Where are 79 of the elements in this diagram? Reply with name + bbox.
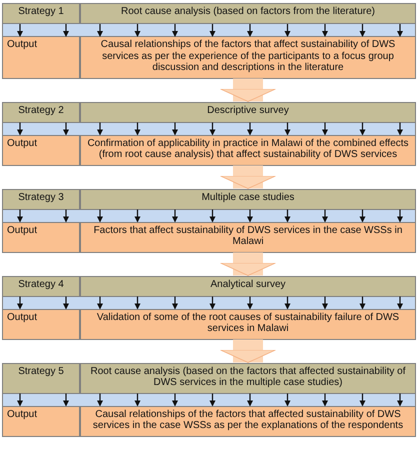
arrow bbox=[210, 122, 216, 136]
arrow bbox=[134, 210, 140, 222]
output-cell: Validation of some of the root causes of sustainability failure of DWS services in Malawi bbox=[80, 308, 416, 340]
arrow bbox=[134, 122, 140, 136]
method-cell: Analytical survey bbox=[80, 276, 416, 296]
arrow bbox=[284, 122, 290, 136]
arrow bbox=[210, 394, 216, 406]
block-arrow bbox=[220, 166, 276, 189]
arrow bbox=[134, 394, 140, 406]
arrow bbox=[17, 122, 23, 136]
arrow bbox=[210, 210, 216, 222]
arrow bbox=[172, 296, 178, 310]
strategy-label: Strategy 5 bbox=[2, 362, 80, 394]
arrow bbox=[63, 24, 69, 37]
arrow bbox=[322, 24, 328, 37]
arrow bbox=[322, 394, 328, 406]
strategy-label: Strategy 4 bbox=[2, 276, 80, 296]
arrow bbox=[247, 122, 253, 136]
arrow bbox=[17, 394, 23, 406]
arrow bbox=[247, 210, 253, 222]
method-cell: Root cause analysis (based on factors from the literature) bbox=[80, 3, 416, 24]
output-label: Output bbox=[2, 308, 80, 340]
arrow bbox=[210, 24, 216, 37]
arrow bbox=[360, 394, 366, 406]
arrow bbox=[397, 122, 403, 136]
arrow bbox=[210, 296, 216, 310]
arrow bbox=[284, 394, 290, 406]
output-cell: Factors that affect sustainability of DWS services in the case WSSs in Malawi bbox=[80, 222, 416, 252]
block-arrow bbox=[220, 340, 276, 363]
arrow bbox=[97, 24, 103, 37]
arrow bbox=[134, 24, 140, 37]
output-label: Output bbox=[2, 222, 80, 252]
arrow bbox=[17, 296, 23, 310]
arrow bbox=[247, 24, 253, 37]
strategy-label: Strategy 1 bbox=[2, 3, 80, 24]
arrow bbox=[284, 24, 290, 37]
arrow bbox=[97, 122, 103, 136]
arrow bbox=[397, 210, 403, 222]
strategy-label: Strategy 3 bbox=[2, 188, 80, 210]
arrow bbox=[63, 394, 69, 406]
arrow bbox=[322, 296, 328, 310]
arrow bbox=[63, 122, 69, 136]
arrow bbox=[360, 24, 366, 37]
method-cell: Root cause analysis (based on the factors that affected sustainability of DWS services in the multiple case studies) bbox=[80, 362, 416, 394]
arrow bbox=[172, 394, 178, 406]
arrow bbox=[284, 296, 290, 310]
arrow bbox=[97, 210, 103, 222]
arrow bbox=[322, 210, 328, 222]
arrow bbox=[360, 122, 366, 136]
arrow bbox=[360, 210, 366, 222]
arrow bbox=[172, 210, 178, 222]
block-arrow bbox=[220, 78, 276, 102]
arrow bbox=[134, 296, 140, 310]
arrow bbox=[172, 24, 178, 37]
arrow bbox=[397, 394, 403, 406]
arrow bbox=[17, 24, 23, 37]
arrow bbox=[247, 296, 253, 310]
arrow bbox=[63, 210, 69, 222]
method-cell: Multiple case studies bbox=[80, 188, 416, 210]
method-cell: Descriptive survey bbox=[80, 102, 416, 122]
output-cell: Confirmation of applicability in practice in Malawi of the combined effects (from root cause analysis) that affect sustainability of DWS services bbox=[80, 134, 416, 166]
arrow bbox=[247, 394, 253, 406]
output-label: Output bbox=[2, 36, 80, 78]
arrow bbox=[284, 210, 290, 222]
arrow bbox=[322, 122, 328, 136]
strategy-label: Strategy 2 bbox=[2, 102, 80, 122]
output-cell: Causal relationships of the factors that affect sustainability of DWS services as per the experience of the participants to a focus group discussion and descriptions in the literature bbox=[80, 36, 416, 78]
output-label: Output bbox=[2, 406, 80, 436]
output-label: Output bbox=[2, 134, 80, 166]
block-arrow bbox=[220, 252, 276, 276]
arrow bbox=[63, 296, 69, 310]
arrow bbox=[360, 296, 366, 310]
arrow bbox=[97, 296, 103, 310]
arrow bbox=[397, 24, 403, 37]
arrow bbox=[97, 394, 103, 406]
output-cell: Causal relationships of the factors that affected sustainability of DWS services in the case WSSs as per the explanations of the respondents bbox=[80, 406, 416, 436]
arrow bbox=[397, 296, 403, 310]
arrow bbox=[172, 122, 178, 136]
arrow bbox=[17, 210, 23, 222]
